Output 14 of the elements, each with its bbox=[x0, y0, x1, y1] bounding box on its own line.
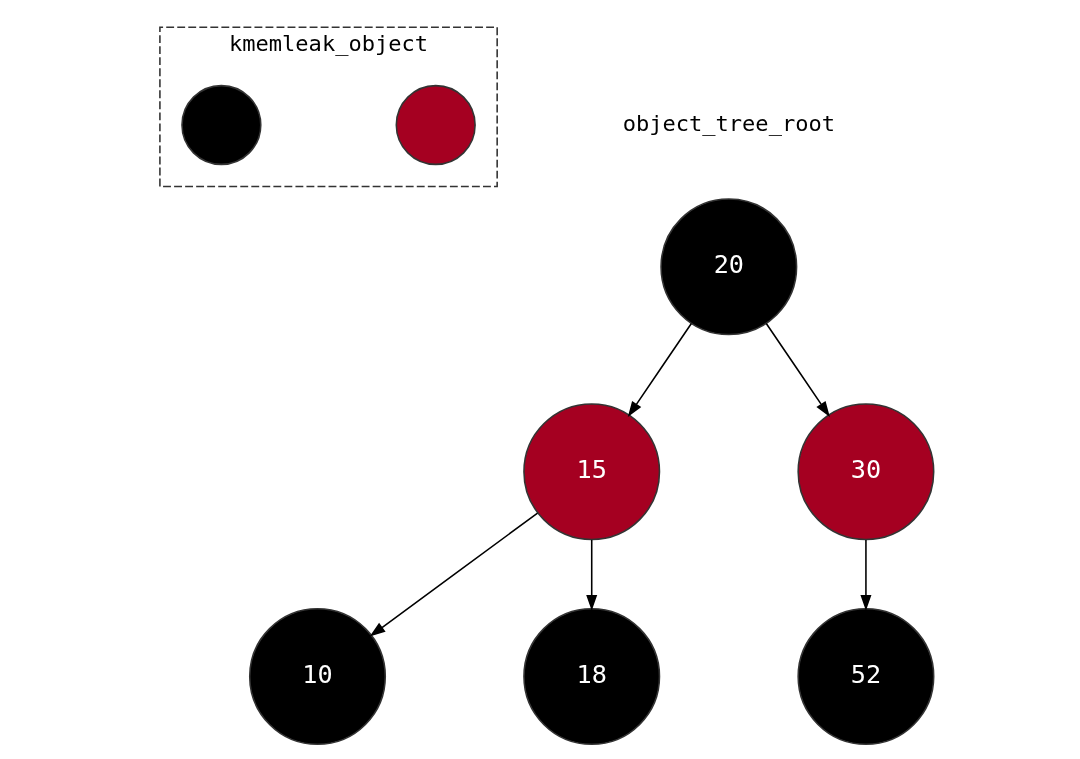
arrow bbox=[369, 512, 538, 637]
cluster: kmemleak_object bbox=[158, 26, 498, 188]
node-circle: 18 bbox=[522, 608, 660, 746]
arrow bbox=[585, 539, 597, 611]
node-label: object_tree_root bbox=[622, 110, 835, 136]
arrow bbox=[627, 322, 692, 418]
node-circle: 15 bbox=[522, 403, 660, 541]
node-circle bbox=[395, 84, 476, 166]
node-circle bbox=[180, 84, 262, 166]
arrow bbox=[765, 322, 830, 418]
arrow bbox=[859, 539, 871, 611]
node-circle: 52 bbox=[796, 608, 934, 746]
node-circle: 20 bbox=[659, 198, 797, 336]
node-circle: 30 bbox=[796, 403, 934, 541]
